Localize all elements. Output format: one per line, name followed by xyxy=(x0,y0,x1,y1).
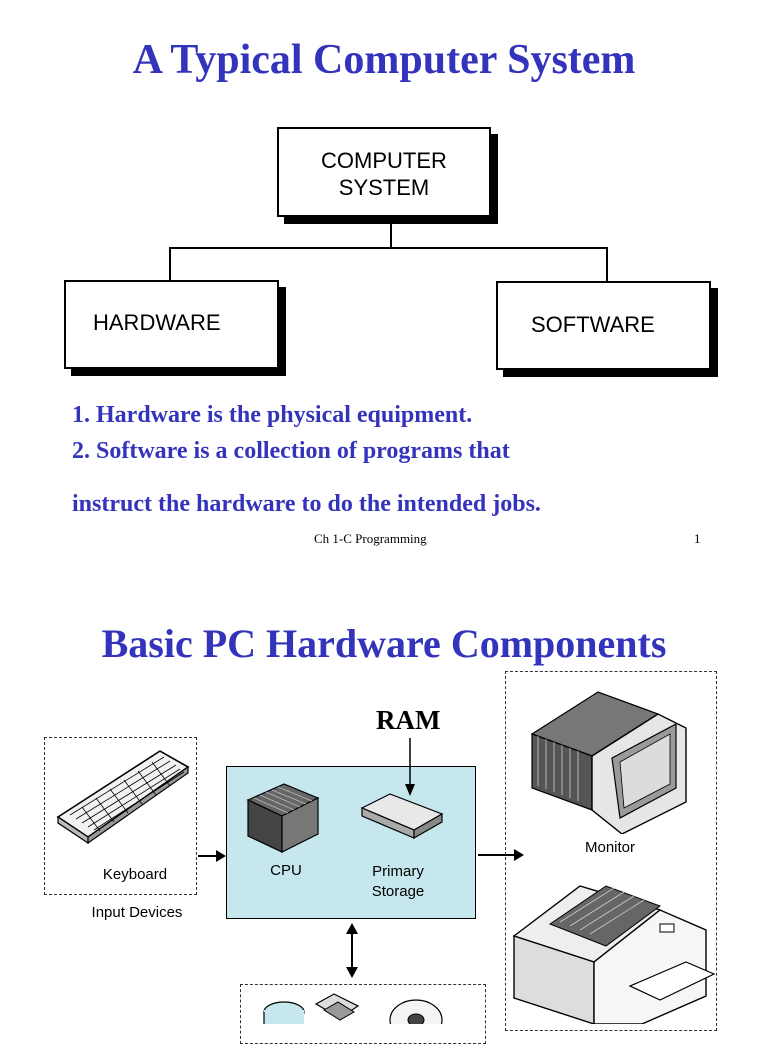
input-devices-group xyxy=(44,737,197,895)
primary-storage-label: Primary Storage xyxy=(356,862,440,902)
software-box: SOFTWARE xyxy=(496,281,711,370)
monitor-label: Monitor xyxy=(584,839,636,856)
keyboard-label: Keyboard xyxy=(102,866,168,883)
printer-icon xyxy=(512,885,716,1024)
point-2-continued: instruct the hardware to do the intended… xyxy=(72,491,541,517)
hardware-box: HARDWARE xyxy=(64,280,279,369)
primary-storage-line2: Storage xyxy=(371,883,425,900)
slide1-title: A Typical Computer System xyxy=(132,37,636,83)
primary-storage-line1: Primary xyxy=(372,863,424,880)
computer-system-box: COMPUTER SYSTEM xyxy=(277,127,491,217)
arrow-cpu-to-secondary-storage xyxy=(346,923,358,978)
arrow-input-to-cpu xyxy=(198,850,226,862)
computer-system-line1: COMPUTER xyxy=(321,148,447,173)
slide2-title: Basic PC Hardware Components xyxy=(101,621,667,666)
cpu-label: CPU xyxy=(270,862,302,879)
monitor-icon xyxy=(530,691,687,834)
footer-course: Ch 1-C Programming xyxy=(314,531,427,546)
arrow-ram-to-storage xyxy=(405,738,415,796)
disk-drive-icon xyxy=(263,993,360,1024)
ram-label: RAM xyxy=(376,705,441,735)
computer-system-line2: SYSTEM xyxy=(338,175,430,200)
cpu-icon xyxy=(246,783,320,853)
point-2: 2. Software is a collection of programs … xyxy=(72,438,510,464)
arrow-cpu-to-output xyxy=(478,849,524,861)
primary-storage-icon xyxy=(360,793,444,840)
connector-vertical-left xyxy=(169,247,171,281)
footer-page-number: 1 xyxy=(694,531,701,546)
hardware-label: HARDWARE xyxy=(93,310,221,335)
keyboard-icon xyxy=(56,750,190,845)
point-1: 1. Hardware is the physical equipment. xyxy=(72,402,473,428)
connector-horizontal xyxy=(169,247,608,249)
cd-rom-icon xyxy=(389,999,443,1024)
connector-vertical-right xyxy=(606,247,608,281)
software-label: SOFTWARE xyxy=(531,312,655,337)
connector-vertical-root xyxy=(390,224,392,248)
input-devices-label: Input Devices xyxy=(91,904,183,921)
